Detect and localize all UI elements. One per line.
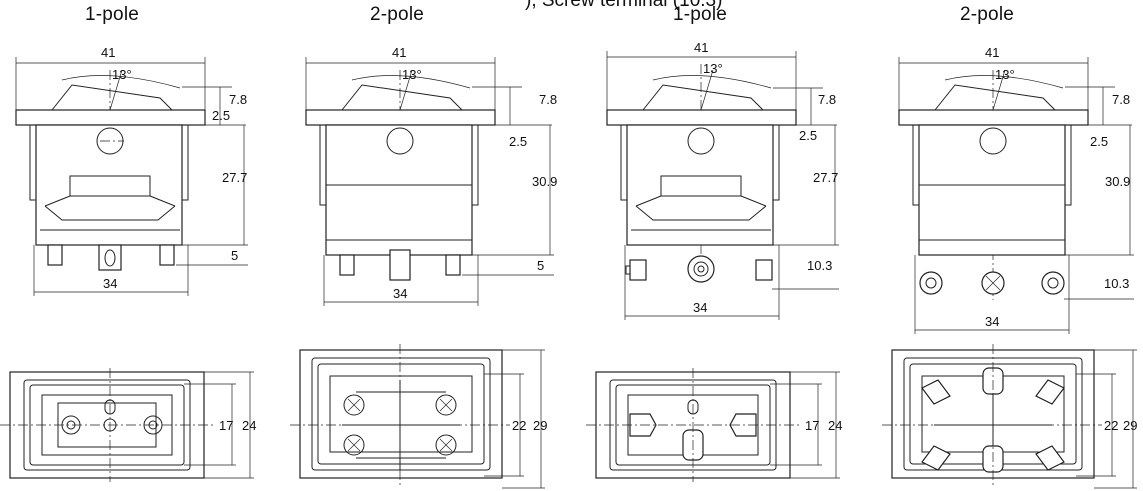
dim-terminal-4: 10.3 (1104, 276, 1129, 291)
dim-gap-3: 2.5 (799, 128, 817, 143)
dim-bottom-inner-1: 17 (219, 418, 233, 433)
dim-bottom-outer-3: 24 (828, 418, 842, 433)
dim-bottom-inner-3: 17 (805, 418, 819, 433)
dim-bottom-width-1: 34 (103, 276, 117, 291)
dim-bottom-inner-4: 22 (1104, 418, 1118, 433)
partial-heading: ), Screw terminal (10.3) (525, 0, 723, 11)
dim-height-4: 30.9 (1105, 174, 1130, 189)
side-view-2: 41 13° 7.8 2.5 30.9 5 34 (305, 45, 557, 306)
dim-top-1: 7.8 (229, 92, 247, 107)
dim-height-2: 30.9 (532, 174, 557, 189)
variant-title-4: 2-pole (960, 4, 1015, 25)
dim-terminal-1: 5 (231, 248, 238, 263)
dim-gap-1: 2.5 (212, 108, 230, 123)
dim-bottom-outer-2: 29 (533, 418, 547, 433)
dim-height-1: 27.7 (222, 170, 247, 185)
dim-terminal-2: 5 (537, 258, 544, 273)
variant-title-3: 1-pole (673, 4, 728, 25)
angle-4: 13° (995, 67, 1015, 82)
bottom-view-2: 22 29 (290, 344, 547, 489)
dim-top-width-2: 41 (392, 45, 406, 60)
dim-top-4: 7.8 (1112, 92, 1130, 107)
angle-1: 13° (112, 67, 132, 82)
variant-title-2: 2-pole (370, 4, 425, 25)
bottom-view-1: 17 24 (0, 368, 256, 482)
dim-bottom-width-3: 34 (693, 300, 707, 315)
bottom-view-4: 22 29 (882, 344, 1137, 489)
side-view-3: 41 13° 7.8 2.5 27.7 10.3 34 (606, 40, 839, 320)
dim-gap-4: 2.5 (1090, 134, 1108, 149)
dim-bottom-outer-1: 24 (242, 418, 256, 433)
dim-gap-2: 2.5 (509, 134, 527, 149)
dim-height-3: 27.7 (813, 170, 838, 185)
dim-bottom-outer-4: 29 (1123, 418, 1137, 433)
side-view-1: 41 13° 7.8 2.5 27.7 5 (15, 45, 248, 296)
dim-bottom-inner-2: 22 (512, 418, 526, 433)
angle-2: 13° (402, 67, 422, 82)
dim-bottom-width-4: 34 (985, 314, 999, 329)
dim-terminal-3: 10.3 (807, 258, 832, 273)
dim-top-width-4: 41 (985, 45, 999, 60)
bottom-view-3: 17 24 (586, 368, 842, 482)
variant-title-1: 1-pole (85, 4, 140, 25)
dim-top-2: 7.8 (539, 92, 557, 107)
angle-3: 13° (703, 61, 723, 76)
dim-top-3: 7.8 (818, 92, 836, 107)
dim-top-width-1: 41 (101, 45, 115, 60)
side-view-4: 41 13° 7.8 2.5 30.9 10.3 34 (898, 45, 1134, 334)
dim-top-width-3: 41 (694, 40, 708, 55)
dim-bottom-width-2: 34 (393, 286, 407, 301)
